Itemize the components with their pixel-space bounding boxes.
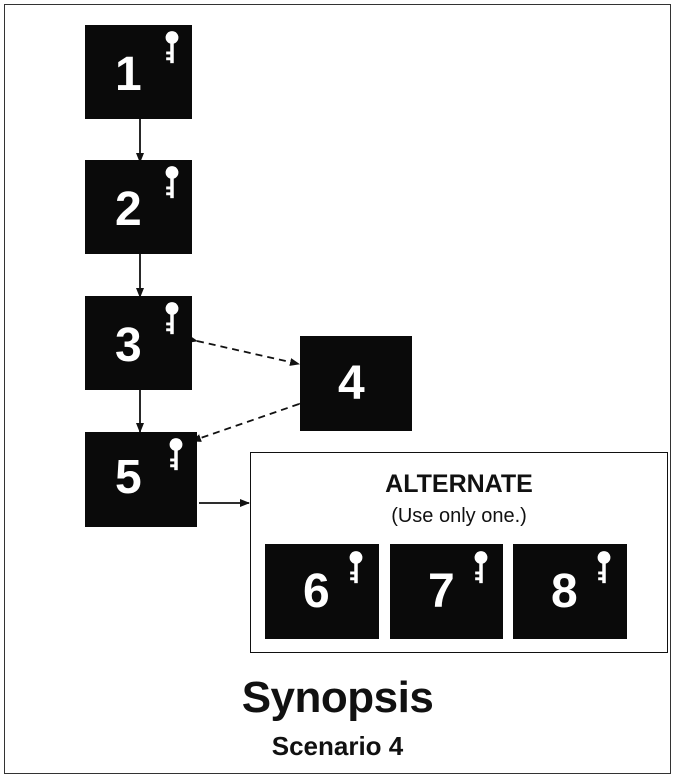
key-icon	[165, 302, 179, 335]
scenario-subtitle: Scenario 4	[271, 731, 404, 761]
alternate-group: ALTERNATE (Use only one.) 6 7 8	[250, 452, 668, 653]
step-number: 8	[551, 565, 578, 618]
step-number: 4	[338, 357, 365, 410]
key-icon	[474, 551, 488, 584]
step-number: 7	[428, 565, 455, 618]
alternate-subtitle: (Use only one.)	[391, 505, 527, 527]
step-number: 5	[115, 451, 142, 504]
step-box-2: 2	[85, 160, 192, 254]
key-icon	[165, 31, 179, 64]
key-icon	[169, 438, 183, 471]
key-icon	[165, 166, 179, 199]
step-box-7: 7	[390, 544, 503, 639]
step-box-8: 8	[513, 544, 627, 639]
step-number: 3	[115, 319, 142, 372]
step-box-6: 6	[265, 544, 379, 639]
key-icon	[597, 551, 611, 584]
step-box-1: 1	[85, 25, 192, 119]
step-box-4: 4	[300, 336, 412, 431]
step-number: 2	[115, 183, 142, 236]
step-box-5: 5	[85, 432, 197, 527]
step-number: 1	[115, 48, 142, 101]
dashed-arrow-4-5	[191, 397, 309, 442]
synopsis-title: Synopsis	[241, 673, 434, 722]
key-icon	[349, 551, 363, 584]
step-box-3: 3	[85, 296, 192, 390]
alternate-title: ALTERNATE	[385, 470, 533, 498]
dashed-arrow-3-4	[187, 335, 300, 366]
step-number: 6	[303, 565, 330, 618]
